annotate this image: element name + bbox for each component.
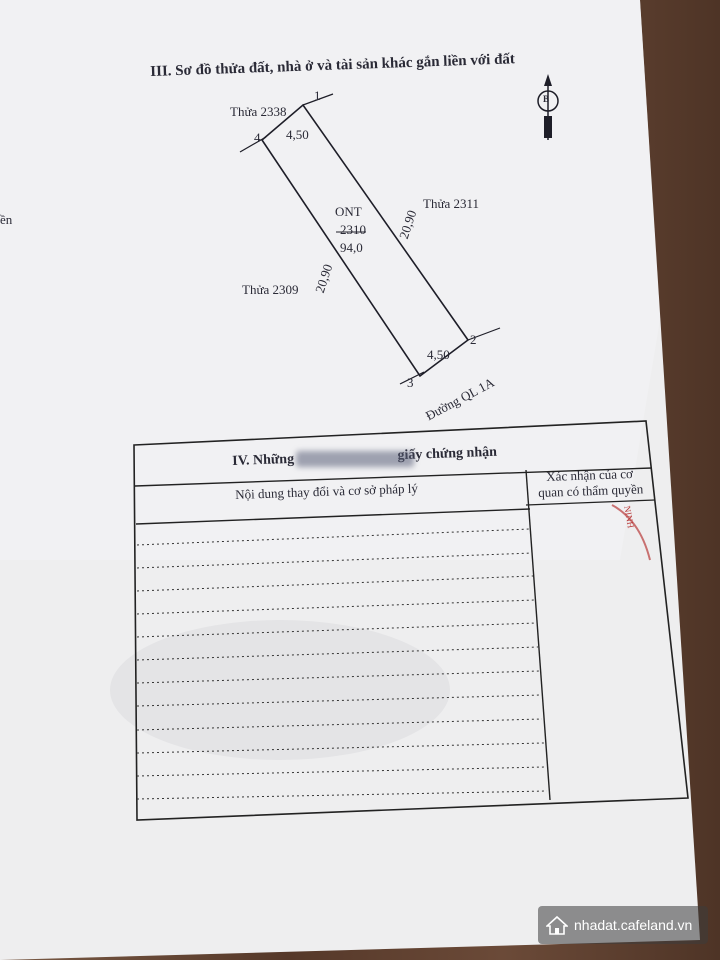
plot-label-right: Thửa 2311 xyxy=(423,196,480,211)
vertex-3: 3 xyxy=(407,375,414,390)
margin-fragment: ền xyxy=(0,212,13,227)
north-compass-icon xyxy=(537,74,559,140)
watermark: nhadat.cafeland.vn xyxy=(538,906,708,944)
redaction-blur xyxy=(296,451,414,467)
dotted-lines xyxy=(136,528,548,800)
vertex-4: 4 xyxy=(254,130,261,145)
boundary-extension xyxy=(239,136,267,153)
compass-letter: B xyxy=(543,94,550,104)
edge-top: 4,50 xyxy=(286,127,309,142)
section-4-title-prefix: IV. Những xyxy=(232,451,298,469)
plot-label-left: Thửa 2309 xyxy=(242,282,299,297)
watermark-text: nhadat.cafeland.vn xyxy=(574,917,693,933)
edge-bottom: 4,50 xyxy=(427,347,450,362)
vertex-2: 2 xyxy=(470,332,477,347)
plot-label-top: Thửa 2338 xyxy=(230,104,287,119)
vertex-1: 1 xyxy=(314,88,321,103)
stamp-arc xyxy=(611,504,651,561)
house-icon xyxy=(546,915,568,935)
changes-table xyxy=(133,420,689,821)
shadow xyxy=(110,620,450,760)
parcel-number: 2310 xyxy=(340,222,366,237)
parcel-area: 94,0 xyxy=(340,240,363,255)
land-type: ONT xyxy=(335,204,362,219)
